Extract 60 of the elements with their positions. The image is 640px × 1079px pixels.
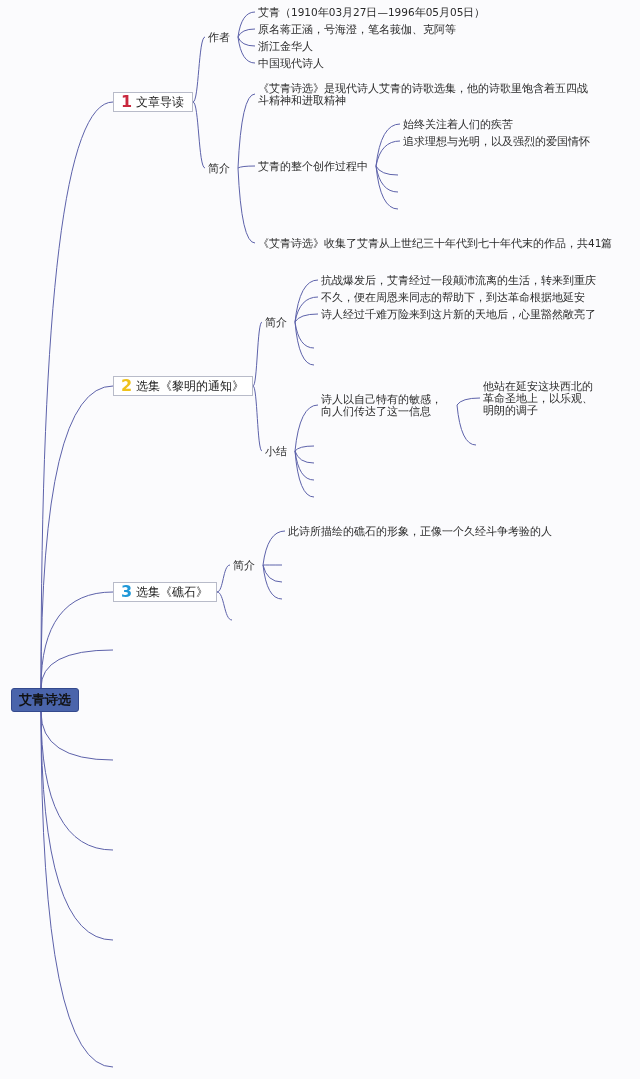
topic-box: [113, 376, 254, 396]
detail-text: 此诗所描绘的礁石的形象，正像一个久经斗争考验的人: [285, 524, 560, 538]
branch-line: [456, 404, 477, 446]
branch-line: [262, 564, 283, 600]
branch-line: [192, 101, 206, 169]
topic-title: 选集《礁石》: [136, 585, 209, 599]
branch-line: [216, 564, 231, 593]
subtopic-label: 简介: [262, 315, 295, 329]
detail-text: 诗人以自己特有的敏感，向人们传达了这一信息: [318, 392, 457, 418]
branch-line: [456, 397, 481, 406]
detail-text: 原名蒋正涵，号海澄，笔名莪伽、克阿等: [255, 22, 464, 36]
detail-text: 诗人经过千难万险来到这片新的天地后，心里豁然敞亮了: [318, 307, 604, 321]
branch-line: [262, 564, 283, 566]
branch-line: [375, 165, 399, 210]
branch-line: [237, 167, 256, 244]
branch-line: [252, 385, 263, 452]
branch-line: [262, 530, 286, 566]
branch-line: [237, 36, 256, 47]
branch-line: [237, 165, 256, 169]
branch-line: [237, 36, 256, 64]
branch-line: [237, 11, 256, 38]
branch-line: [192, 36, 206, 103]
branch-line: [40, 649, 114, 689]
subtopic-label: 小结: [262, 444, 295, 458]
branch-line: [294, 296, 319, 323]
detail-text: 始终关注着人们的疾苦: [400, 117, 521, 131]
detail-text: 抗战爆发后，艾青经过一段颠沛流离的生活，转来到重庆: [318, 273, 604, 287]
branch-line: [294, 445, 315, 452]
subtopic-label: 简介: [205, 161, 238, 175]
branch-line: [375, 140, 401, 167]
branch-line: [375, 165, 399, 176]
branch-line: [237, 93, 256, 169]
branch-line: [294, 404, 319, 452]
detail-text: 艾青的整个创作过程中: [255, 159, 376, 173]
detail-text: 中国现代诗人: [255, 56, 332, 70]
branch-line: [237, 28, 256, 38]
topic-title: 文章导读: [136, 95, 185, 109]
detail-text: 他站在延安这块西北的革命圣地上，以乐观、明朗的调子: [480, 379, 609, 417]
detail-text: 追求理想与光明，以及强烈的爱国情怀: [400, 134, 598, 148]
detail-text: 《艾青诗选》是现代诗人艾青的诗歌选集，他的诗歌里饱含着五四战斗精神和进取精神: [255, 81, 596, 107]
detail-text: 艾青（1910年03月27日—1996年05月05日）: [255, 5, 494, 19]
subtopic-label: 作者: [205, 30, 238, 44]
branch-line: [294, 450, 315, 464]
branch-line: [252, 321, 263, 387]
central-topic: 艾青诗选: [11, 688, 79, 712]
detail-text: 《艾青诗选》收集了艾青从上世纪三十年代到七十年代末的作品，共41篇: [255, 236, 621, 250]
topic-box: [113, 582, 218, 602]
topic-number: 2: [121, 377, 133, 395]
detail-text: 不久，便在周恩来同志的帮助下，到达革命根据地延安: [318, 290, 593, 304]
detail-text: 浙江金华人: [255, 39, 321, 53]
branch-line: [294, 450, 315, 498]
branch-line: [216, 591, 233, 621]
topic-number: 1: [121, 93, 133, 111]
topic-number: 3: [121, 583, 133, 601]
subtopic-label: 简介: [230, 558, 263, 572]
branch-line: [294, 313, 319, 323]
branch-line: [40, 711, 114, 1068]
topic-title: 选集《黎明的通知》: [136, 379, 245, 393]
branch-line: [294, 321, 315, 366]
topic-box: [113, 92, 194, 112]
